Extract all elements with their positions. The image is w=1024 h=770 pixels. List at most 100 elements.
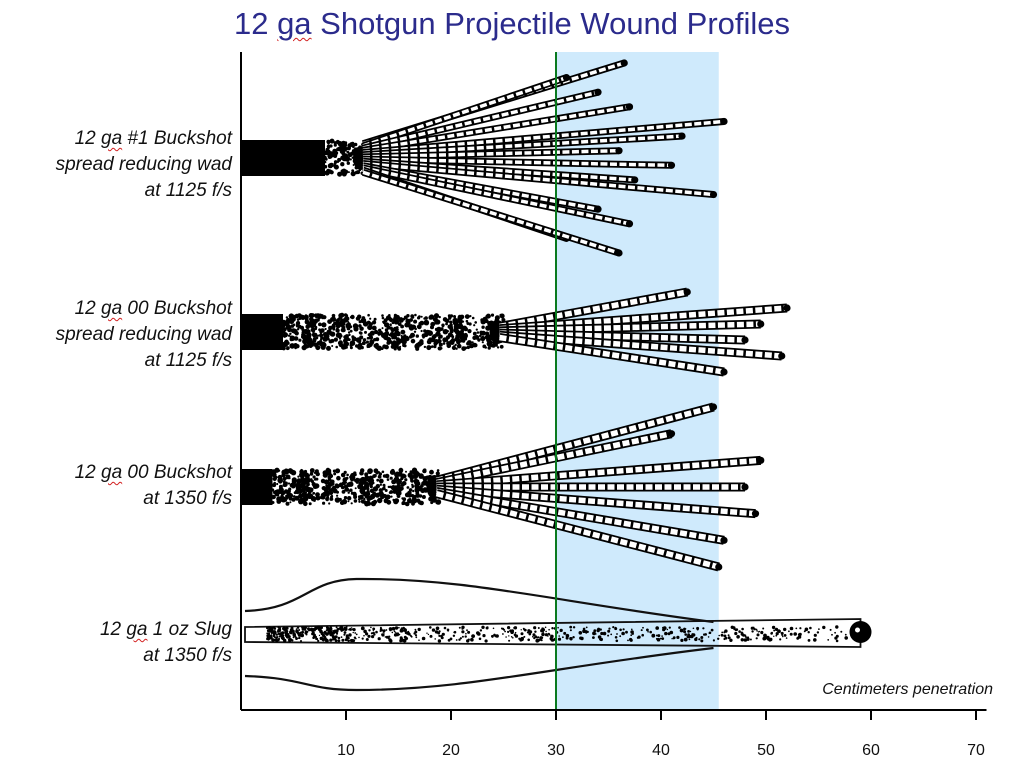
fragment-dot <box>359 488 365 494</box>
slug <box>849 621 872 643</box>
track-dot <box>655 626 659 630</box>
fragment-dot <box>337 340 343 346</box>
fragment-dot <box>314 344 317 348</box>
track-dot <box>777 629 781 634</box>
fragment-dot <box>480 335 486 342</box>
track-dot <box>418 639 420 641</box>
fragment-dot <box>438 339 442 343</box>
track-dot <box>455 639 458 641</box>
pellet <box>741 336 749 344</box>
track-dot <box>822 625 826 630</box>
track-dot <box>773 629 776 632</box>
track-dot <box>421 636 426 641</box>
fragment-dot <box>371 325 377 331</box>
track-dot <box>565 633 570 638</box>
pellet <box>615 147 623 155</box>
fragment-dot <box>329 144 333 148</box>
track-dot <box>353 636 357 639</box>
track-dot <box>467 630 471 634</box>
track-dot <box>818 628 820 630</box>
track-dot <box>281 631 285 635</box>
fragment-dot <box>346 326 351 331</box>
track-dot <box>835 639 839 643</box>
fragment-dot <box>481 325 485 329</box>
fragment-dot <box>347 500 350 503</box>
fragment-dot <box>406 486 410 489</box>
track-dot <box>781 634 784 636</box>
pellet <box>631 176 639 184</box>
fragment-dot <box>367 324 373 331</box>
track-dot <box>621 631 625 636</box>
track-dot <box>352 628 356 632</box>
track-dot <box>417 627 421 632</box>
fragment-dot <box>379 483 382 486</box>
fragment-dot <box>369 330 375 336</box>
track-dot <box>514 631 517 634</box>
fragment-dot <box>454 343 457 347</box>
track-dot <box>664 631 668 636</box>
track-dot <box>557 626 559 629</box>
fragment-dot <box>318 322 322 327</box>
fragment-dot <box>457 318 463 324</box>
track-dot <box>461 635 464 638</box>
track-dot <box>700 636 704 639</box>
track-dot <box>666 628 669 631</box>
fragment-dot <box>370 501 376 507</box>
track-dot <box>783 627 787 632</box>
fragment-dot <box>320 478 326 484</box>
track-dot <box>332 629 335 632</box>
fragment-dot <box>358 324 362 328</box>
track-dot <box>379 630 382 632</box>
track-dot <box>355 633 358 636</box>
pellet-track-cells <box>362 161 714 197</box>
track-dot <box>740 631 743 634</box>
fragment-dot <box>291 477 297 483</box>
track-dot <box>727 634 730 637</box>
track-dot <box>729 638 733 642</box>
track-dot <box>335 632 339 635</box>
track-dot <box>667 632 671 636</box>
fragment-dot <box>331 313 336 318</box>
fragment-dot <box>389 326 393 330</box>
label-line: at 1125 f/s <box>56 178 232 204</box>
fragment-dot <box>346 473 349 477</box>
track-dot <box>657 634 661 638</box>
track-dot <box>402 630 405 632</box>
track-dot <box>354 632 357 634</box>
fragment-dot <box>357 314 362 319</box>
fragment-dot <box>419 320 425 326</box>
fragment-dot <box>285 501 290 506</box>
fragment-dot <box>282 341 288 347</box>
fragment-dot <box>377 474 382 479</box>
track-dot <box>740 638 744 642</box>
fragment-dot <box>365 341 368 344</box>
title-ga: ga <box>277 6 312 41</box>
fragment-dot <box>455 347 458 350</box>
track-dot <box>352 631 354 634</box>
fragment-dot <box>349 346 353 350</box>
label-line: at 1350 f/s <box>100 643 232 669</box>
cavity-bottom <box>244 646 714 692</box>
track-dot <box>683 637 688 642</box>
track-dot <box>379 626 382 629</box>
label-ga: ga <box>126 619 148 640</box>
track-dot <box>775 634 778 637</box>
label-text: 12 <box>74 128 102 149</box>
fragment-dot <box>291 497 296 502</box>
pellet <box>751 510 760 518</box>
track-dot <box>761 632 763 635</box>
label-line: at 1350 f/s <box>75 486 232 512</box>
fragment-dot <box>335 345 339 349</box>
fragment-dot <box>294 331 299 336</box>
track-dot <box>434 638 437 640</box>
fragment-dot <box>372 474 376 478</box>
track-dot <box>461 625 465 629</box>
track-dot <box>540 639 543 642</box>
pellet <box>594 88 602 96</box>
track-dot <box>495 634 499 638</box>
fragment-dot <box>282 476 287 481</box>
track-dot <box>582 629 586 633</box>
track-dot <box>267 626 271 629</box>
fragment-dot <box>366 343 372 349</box>
